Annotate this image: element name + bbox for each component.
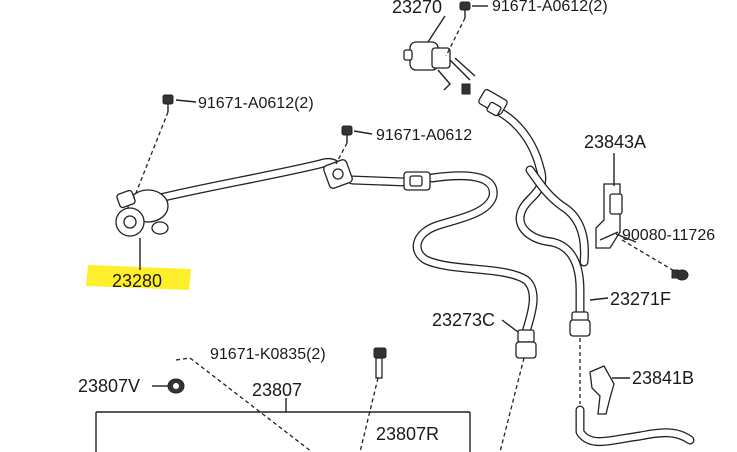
fitting-23271f-end xyxy=(569,311,591,337)
bolt-91671-a0612 xyxy=(341,125,353,143)
pressure-regulator-23280-part xyxy=(115,189,169,237)
label-23807: 23807 xyxy=(252,380,302,400)
highlight-23280 xyxy=(86,265,191,290)
clip-23841b-part xyxy=(589,365,615,415)
label-91671-a0612-2-top: 91671-A0612(2) xyxy=(492,0,608,15)
label-23807v: 23807V xyxy=(78,376,140,396)
fuel-tubes xyxy=(155,105,695,447)
clamp-91671-a0612 xyxy=(323,159,353,189)
nut-90080-11726-part xyxy=(671,269,689,281)
label-23270: 23270 xyxy=(392,0,442,17)
fitting-23273c-end xyxy=(515,329,537,359)
connector-mid xyxy=(403,171,431,191)
label-91671-a0612-2-left: 91671-A0612(2) xyxy=(198,95,314,112)
bolt-91671-a0612-left xyxy=(162,94,174,112)
bolt-91671-k0835 xyxy=(373,347,387,379)
label-23280: 23280 xyxy=(112,271,162,291)
label-90080-11726: 90080-11726 xyxy=(622,227,715,244)
label-23841b: 23841B xyxy=(632,368,694,388)
vsv-23270-part xyxy=(403,41,476,95)
bracket-23843a-part xyxy=(595,183,623,249)
connector-top xyxy=(478,89,508,117)
label-23271f: 23271F xyxy=(610,289,671,309)
leader-lines xyxy=(95,5,677,452)
label-23807r: 23807R xyxy=(376,424,439,444)
label-23273c: 23273C xyxy=(432,310,495,330)
label-91671-a0612: 91671-A0612 xyxy=(376,127,472,144)
label-91671-k0835-2: 91671-K0835(2) xyxy=(210,346,326,363)
label-23843a: 23843A xyxy=(584,132,646,152)
grommet-23807v xyxy=(167,378,185,394)
bolt-91671-a0612-top xyxy=(459,1,471,18)
